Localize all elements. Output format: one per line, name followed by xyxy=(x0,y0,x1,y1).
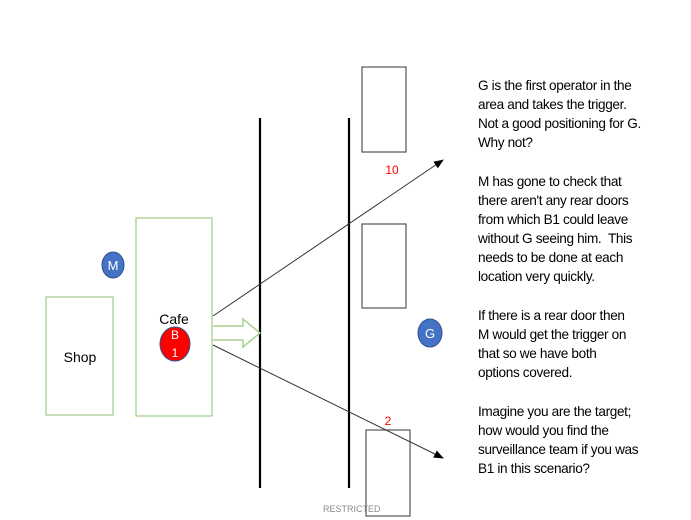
note-line: needs to be done at each xyxy=(478,250,624,265)
note-line: Imagine you are the target; xyxy=(478,404,632,419)
note-line: that so we have both xyxy=(478,346,597,361)
note-line: options covered. xyxy=(478,365,573,380)
operator-g-label: G xyxy=(425,326,435,341)
note-line: B1 in this scenario? xyxy=(478,461,590,476)
sightline-arrow-down xyxy=(212,344,444,459)
target-label-bottom: 1 xyxy=(172,346,179,360)
sightline-arrow-up xyxy=(212,159,444,317)
target-label-top: B xyxy=(171,328,179,342)
door-number-2: 2 xyxy=(385,414,392,428)
note-line: location very quickly. xyxy=(478,269,595,284)
operator-m: M xyxy=(101,251,125,279)
operator-m-label: M xyxy=(108,258,119,273)
operator-g: G xyxy=(417,318,443,348)
note-line: from which B1 could leave xyxy=(478,212,628,227)
note-line: G is the first operator in the xyxy=(478,78,632,93)
building-door-2 xyxy=(365,429,411,517)
speaker-notes: G is the first operator in the area and … xyxy=(478,76,688,498)
note-paragraph: G is the first operator in the area and … xyxy=(478,76,688,152)
note-line: how would you find the xyxy=(478,423,609,438)
shop-label: Shop xyxy=(64,349,97,365)
restricted-footer: RESTRICTED xyxy=(323,504,381,514)
note-line: Not a good positioning for G. xyxy=(478,116,641,131)
note-line: surveillance team if you was xyxy=(478,442,639,457)
exit-arrow-icon xyxy=(213,317,262,349)
note-line: without G seeing him. This xyxy=(478,231,633,246)
note-line: M would get the trigger on xyxy=(478,327,627,342)
shop-building xyxy=(45,296,114,416)
note-line: M has gone to check that xyxy=(478,174,622,189)
note-paragraph: If there is a rear door then M would get… xyxy=(478,306,688,382)
cafe-building xyxy=(135,217,213,417)
building-middle xyxy=(361,223,407,309)
note-line: If there is a rear door then xyxy=(478,308,625,323)
note-paragraph: M has gone to check that there aren't an… xyxy=(478,172,688,286)
note-paragraph: Imagine you are the target; how would yo… xyxy=(478,402,688,478)
note-line: area and takes the trigger. xyxy=(478,97,627,112)
building-door-10 xyxy=(361,66,407,153)
target-b1: B 1 xyxy=(159,326,191,362)
door-number-10: 10 xyxy=(385,163,399,177)
cafe-label: Cafe xyxy=(159,311,189,327)
note-line: Why not? xyxy=(478,135,533,150)
note-line: there aren't any rear doors xyxy=(478,193,629,208)
